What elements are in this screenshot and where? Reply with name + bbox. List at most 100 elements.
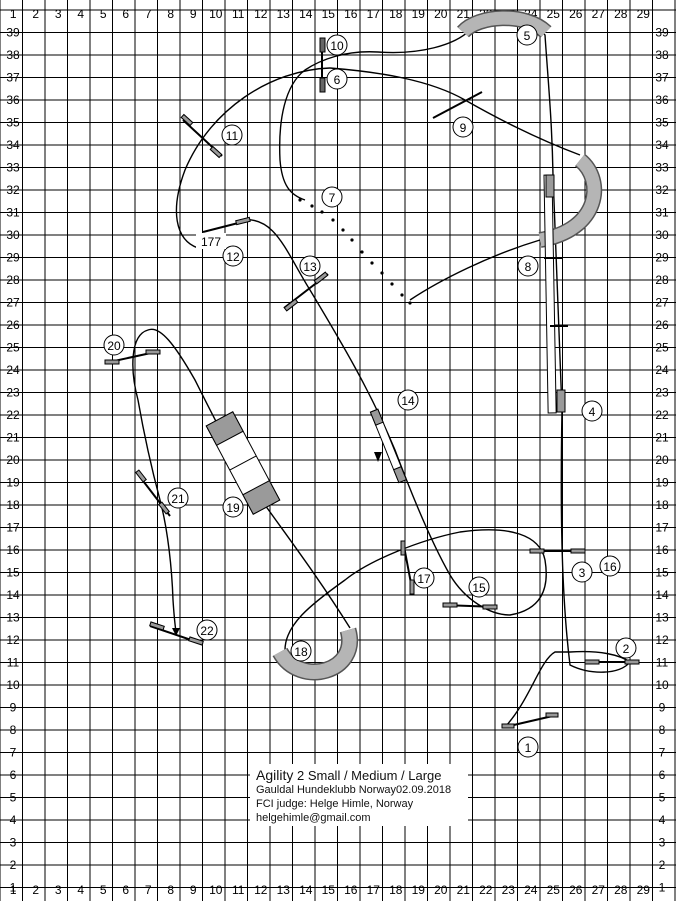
y-axis-label: 14 xyxy=(6,588,20,602)
x-axis-label: 16 xyxy=(344,7,358,21)
jumps xyxy=(104,37,640,729)
course-title-main: Agility xyxy=(256,767,294,783)
path-segment xyxy=(239,218,547,651)
x-axis-label: 20 xyxy=(434,7,448,21)
y-axis-label: 2 xyxy=(10,858,17,872)
svg-text:22: 22 xyxy=(200,624,214,638)
y-axis-label: 37 xyxy=(655,71,669,85)
label-177: 177 xyxy=(201,235,221,249)
x-axis-label: 10 xyxy=(209,883,223,897)
x-axis-label: 25 xyxy=(547,7,561,21)
x-axis-label: 27 xyxy=(592,883,606,897)
jump-10-6 xyxy=(319,37,326,93)
x-axis-label: 24 xyxy=(524,883,538,897)
tunnel-8-fill xyxy=(538,154,601,247)
svg-text:21: 21 xyxy=(171,492,185,506)
y-axis-label: 33 xyxy=(6,161,20,175)
x-axis-label: 15 xyxy=(322,7,336,21)
y-axis-label: 10 xyxy=(655,678,669,692)
judge-email: helgehimle@gmail.com xyxy=(256,812,371,824)
x-axis-label: 23 xyxy=(502,883,516,897)
x-axis-label: 13 xyxy=(277,7,291,21)
x-axis-label: 6 xyxy=(122,883,129,897)
obstacle-number-labels: 1 2 3 4 5 6 7 8 9 10 11 12 13 14 15 16 1… xyxy=(103,24,637,758)
number-22: 22 xyxy=(196,619,218,641)
seesaw-14 xyxy=(369,408,407,484)
number-13: 13 xyxy=(299,255,321,277)
jump-20 xyxy=(104,349,161,365)
path-segment xyxy=(504,409,632,728)
y-axis-label: 34 xyxy=(655,138,669,152)
svg-text:15: 15 xyxy=(472,581,486,595)
y-axis-label: 36 xyxy=(6,93,20,107)
y-axis-label: 29 xyxy=(655,251,669,265)
y-axis-label: 26 xyxy=(6,318,20,332)
jump-21 xyxy=(135,469,171,517)
weave-poles-7 xyxy=(298,198,412,305)
y-axis-label: 35 xyxy=(655,116,669,130)
x-axis-label: 21 xyxy=(457,7,471,21)
y-axis-label: 23 xyxy=(655,386,669,400)
x-axis-label: 13 xyxy=(277,883,291,897)
tunnel-18-fill xyxy=(273,628,357,679)
y-axis-label: 25 xyxy=(6,341,20,355)
y-axis-label: 10 xyxy=(6,678,20,692)
path-arrow-weave xyxy=(374,452,382,462)
a-frame-19 xyxy=(205,411,281,515)
x-axis-label: 1 xyxy=(10,7,17,21)
y-axis-label: 19 xyxy=(6,476,20,490)
svg-text:9: 9 xyxy=(460,121,467,135)
x-axis-label: 28 xyxy=(614,7,628,21)
number-4: 4 xyxy=(581,400,603,422)
y-axis-label: 35 xyxy=(6,116,20,130)
path-segment xyxy=(278,19,563,411)
y-axis-label: 22 xyxy=(655,408,669,422)
y-axis-label: 34 xyxy=(6,138,20,152)
x-axis-label: 1 xyxy=(10,883,17,897)
label-177-background xyxy=(196,233,226,249)
y-axis-label: 28 xyxy=(6,273,20,287)
svg-text:19: 19 xyxy=(226,501,240,515)
y-axis-label: 6 xyxy=(10,768,17,782)
y-axis-label: 18 xyxy=(655,498,669,512)
svg-text:7: 7 xyxy=(329,191,336,205)
y-axis-label: 20 xyxy=(655,453,669,467)
left-axis-labels: 3938373635343332313029282726252423222120… xyxy=(6,26,20,895)
x-axis-label: 12 xyxy=(254,883,268,897)
x-axis-label: 22 xyxy=(479,883,493,897)
number-14: 14 xyxy=(397,389,419,411)
number-8: 8 xyxy=(517,255,539,277)
y-axis-label: 14 xyxy=(655,588,669,602)
y-axis-label: 12 xyxy=(655,633,669,647)
x-axis-label: 26 xyxy=(569,7,583,21)
x-axis-label: 29 xyxy=(637,883,651,897)
y-axis-label: 3 xyxy=(659,836,666,850)
x-axis-label: 2 xyxy=(32,7,39,21)
x-axis-label: 16 xyxy=(344,883,358,897)
number-2: 2 xyxy=(615,637,637,659)
y-axis-label: 39 xyxy=(6,26,20,40)
number-16: 16 xyxy=(599,555,621,577)
number-20: 20 xyxy=(103,334,125,356)
x-axis-label: 14 xyxy=(299,883,313,897)
course-classes: 2 Small / Medium / Large xyxy=(296,768,442,783)
y-axis-label: 27 xyxy=(655,296,669,310)
x-axis-label: 17 xyxy=(367,7,381,21)
svg-text:3: 3 xyxy=(579,566,586,580)
y-axis-label: 8 xyxy=(10,723,17,737)
number-5: 5 xyxy=(516,24,538,46)
jump-17 xyxy=(400,540,415,595)
y-axis-label: 30 xyxy=(6,228,20,242)
number-3: 3 xyxy=(571,561,593,583)
y-axis-label: 22 xyxy=(6,408,20,422)
y-axis-label: 33 xyxy=(655,161,669,175)
y-axis-label: 38 xyxy=(655,48,669,62)
svg-text:18: 18 xyxy=(294,645,308,659)
svg-text:2: 2 xyxy=(623,642,630,656)
number-18: 18 xyxy=(290,640,312,662)
x-axis-label: 7 xyxy=(145,883,152,897)
y-axis-label: 24 xyxy=(6,363,20,377)
x-axis-label: 25 xyxy=(547,883,561,897)
